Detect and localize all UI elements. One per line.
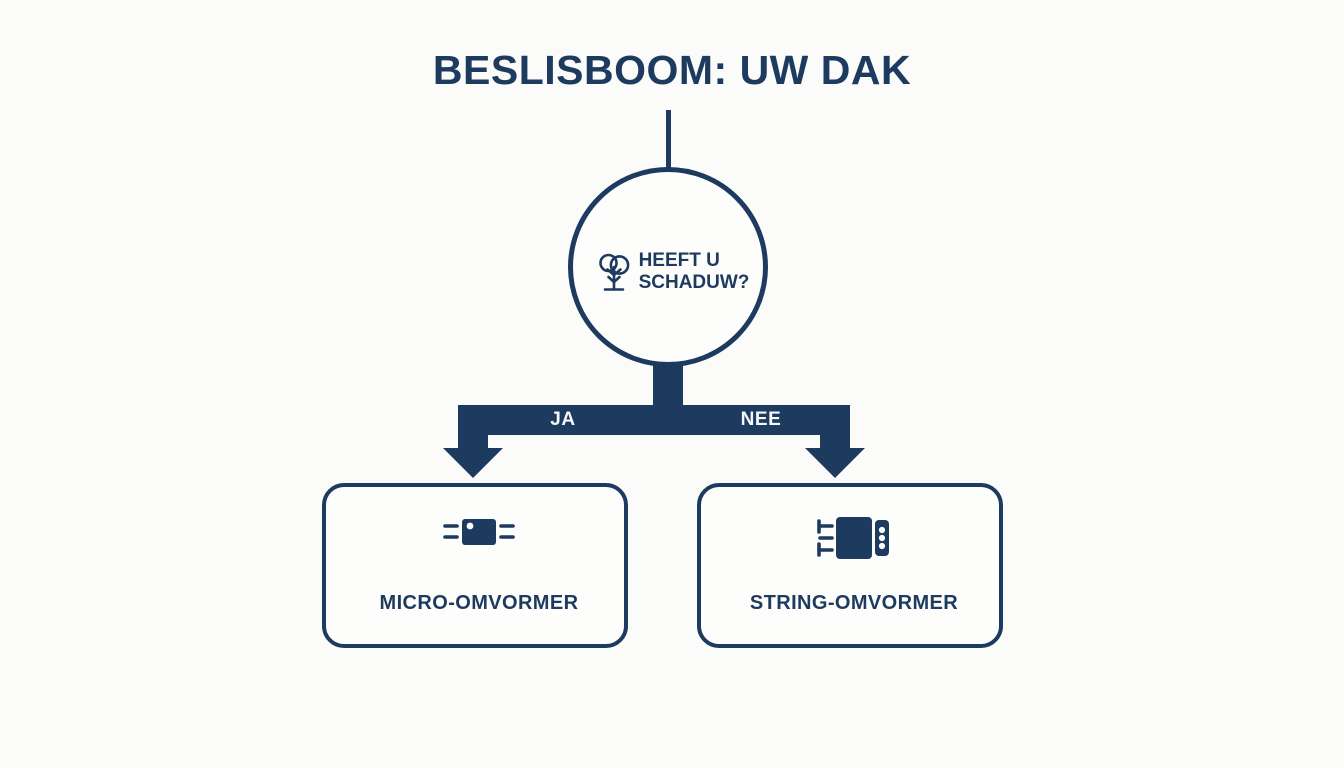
- outcome-box-micro-omvormer[interactable]: MICRO-OMVORMER: [322, 483, 628, 648]
- decision-node-shadow-question[interactable]: HEEFT U SCHADUW?: [568, 167, 768, 367]
- string-inverter-icon-wrap: [701, 511, 1007, 570]
- tree-icon: [597, 250, 631, 294]
- page-title: BESLISBOOM: UW DAK: [432, 47, 912, 93]
- branch-label-nee: NEE: [740, 409, 782, 430]
- micro-inverter-icon: [437, 511, 521, 558]
- branch-split-bar: [458, 405, 850, 435]
- outcome-label-string-omvormer: STRING-OMVORMER: [749, 592, 959, 614]
- outcome-label-micro-omvormer: MICRO-OMVORMER: [379, 592, 579, 614]
- micro-inverter-icon-wrap: [326, 511, 632, 558]
- branch-arrow-shaft-right: [820, 428, 850, 450]
- decision-question-label: HEEFT U SCHADUW?: [638, 249, 750, 293]
- decision-node-content: HEEFT U SCHADUW?: [573, 172, 773, 372]
- branch-arrow-head-left: [443, 448, 503, 478]
- branch-label-ja: JA: [550, 409, 576, 430]
- outcome-box-string-omvormer[interactable]: STRING-OMVORMER: [697, 483, 1003, 648]
- string-inverter-icon: [808, 511, 900, 570]
- branch-arrow-shaft-left: [458, 428, 488, 450]
- title-connector-line: [666, 110, 671, 172]
- branch-arrow-head-right: [805, 448, 865, 478]
